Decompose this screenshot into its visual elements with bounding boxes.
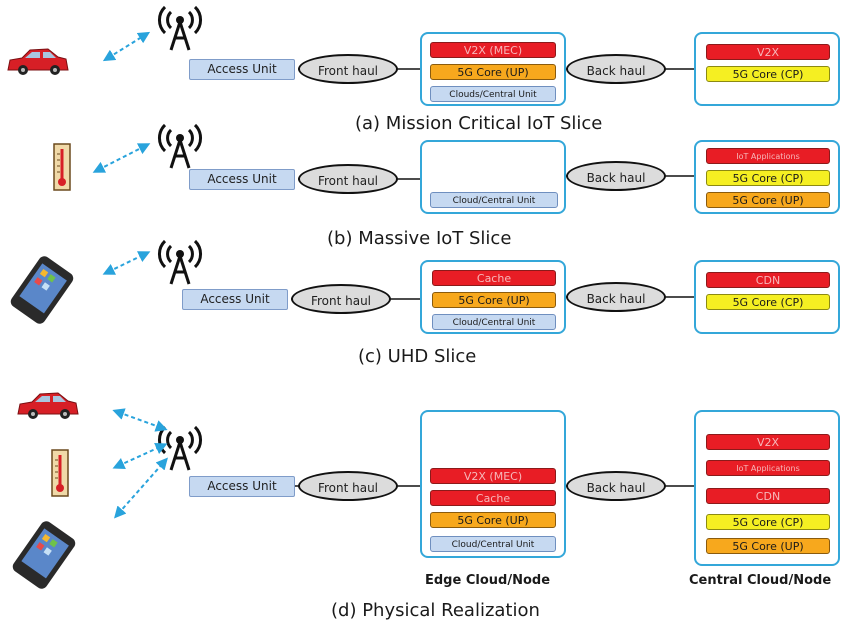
access-unit: Access Unit [182,289,288,310]
front-haul: Front haul [291,284,391,314]
edge-cloud-label: Edge Cloud/Node [425,573,551,588]
central-cloud-node: V2X IoT Applications CDN 5G Core (CP) 5G… [694,410,840,566]
block-cdn: CDN [706,272,830,288]
block-5g-core-cp: 5G Core (CP) [706,170,830,186]
back-haul: Back haul [566,471,666,501]
access-unit: Access Unit [189,59,295,80]
block-5g-core-cp: 5G Core (CP) [706,514,830,530]
block-5g-core-up: 5G Core (UP) [706,192,830,208]
access-unit: Access Unit [189,476,295,497]
edge-cloud-node: Cache 5G Core (UP) Cloud/Central Unit [420,260,566,334]
central-cloud-node: CDN 5G Core (CP) [694,260,840,334]
car-icon [7,48,69,76]
edge-cloud-node: V2X (MEC) Cache 5G Core (UP) Cloud/Centr… [420,410,566,558]
edge-cloud-node: V2X (MEC) 5G Core (UP) Clouds/Central Un… [420,32,566,106]
block-v2x-mec: V2X (MEC) [430,42,556,58]
cell-tower-icon [157,5,203,52]
block-cloud-central-unit: Cloud/Central Unit [430,192,558,208]
access-unit: Access Unit [189,169,295,190]
cell-tower-icon [157,239,203,286]
block-5g-core-up: 5G Core (UP) [430,512,556,528]
block-v2x: V2X [706,44,830,60]
block-5g-core-cp: 5G Core (CP) [706,66,830,82]
back-haul: Back haul [566,161,666,191]
block-5g-core-up: 5G Core (UP) [706,538,830,554]
block-5g-core-cp: 5G Core (CP) [706,294,830,310]
front-haul: Front haul [298,164,398,194]
front-haul: Front haul [298,54,398,84]
thermometer-icon [50,448,70,498]
caption-c: (c) UHD Slice [358,346,477,367]
block-iot-applications: IoT Applications [706,148,830,164]
caption-d: (d) Physical Realization [331,600,540,621]
block-cdn: CDN [706,488,830,504]
back-haul: Back haul [566,54,666,84]
block-cache: Cache [432,270,556,286]
car-icon [17,392,79,420]
wireless-links [92,31,168,519]
cell-tower-icon [157,425,203,472]
smartphone-icon [8,253,76,327]
central-cloud-node: IoT Applications 5G Core (CP) 5G Core (U… [694,140,840,214]
caption-b: (b) Massive IoT Slice [327,228,512,249]
thermometer-icon [52,142,72,192]
block-cloud-central-unit: Cloud/Central Unit [430,536,556,552]
block-v2x: V2X [706,434,830,450]
block-iot-applications: IoT Applications [706,460,830,476]
caption-a: (a) Mission Critical IoT Slice [355,113,603,134]
block-cloud-central-unit: Cloud/Central Unit [432,314,556,330]
central-cloud-label: Central Cloud/Node [689,573,832,588]
block-5g-core-up: 5G Core (UP) [430,64,556,80]
front-haul: Front haul [298,471,398,501]
edge-cloud-node: Cloud/Central Unit [420,140,566,214]
back-haul: Back haul [566,282,666,312]
smartphone-icon [10,518,78,592]
block-cloud-central-unit: Clouds/Central Unit [430,86,556,102]
block-5g-core-up: 5G Core (UP) [432,292,556,308]
cell-tower-icon [157,123,203,170]
block-v2x-mec: V2X (MEC) [430,468,556,484]
block-cache: Cache [430,490,556,506]
central-cloud-node: V2X 5G Core (CP) [694,32,840,106]
